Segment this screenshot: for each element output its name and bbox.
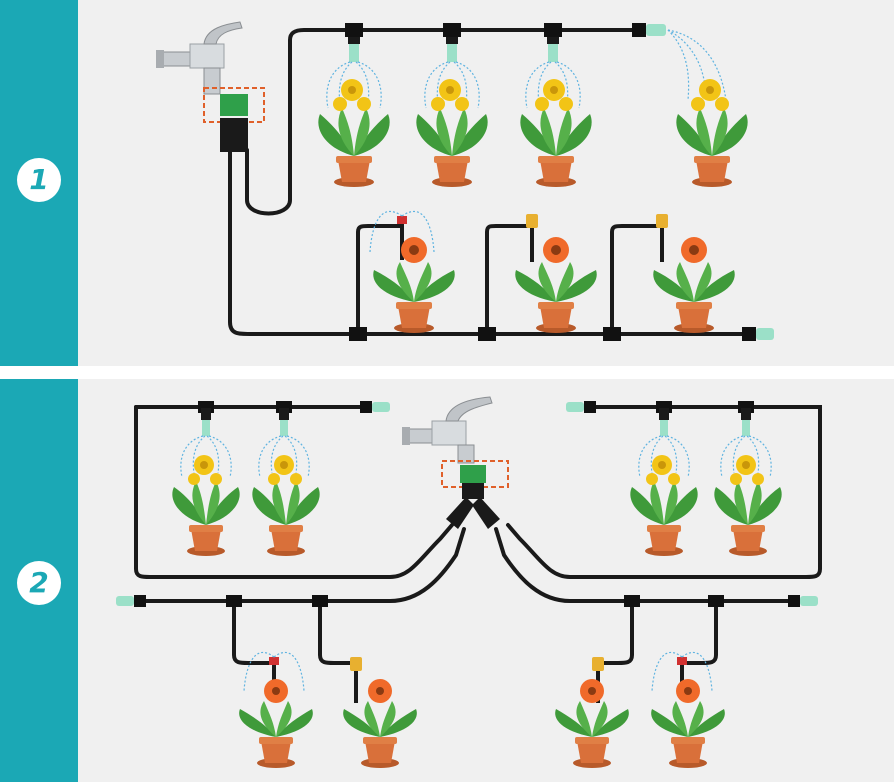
tubing [134,405,822,665]
step-stripe: 1 [0,0,78,366]
tubing [228,28,747,336]
step-stripe: 2 [0,379,78,782]
setup-panel-2: 2 [0,379,894,782]
y-splitter-icon [446,483,500,529]
faucet-icon [402,396,493,464]
step-badge: 2 [17,561,61,605]
pressure-regulator [203,87,265,152]
end-spray-cap [632,23,727,101]
setup-1-drawing [155,21,774,341]
step-badge: 1 [17,158,61,202]
setup-panel-1: 1 [0,0,894,366]
setup-2-drawing [116,396,822,768]
